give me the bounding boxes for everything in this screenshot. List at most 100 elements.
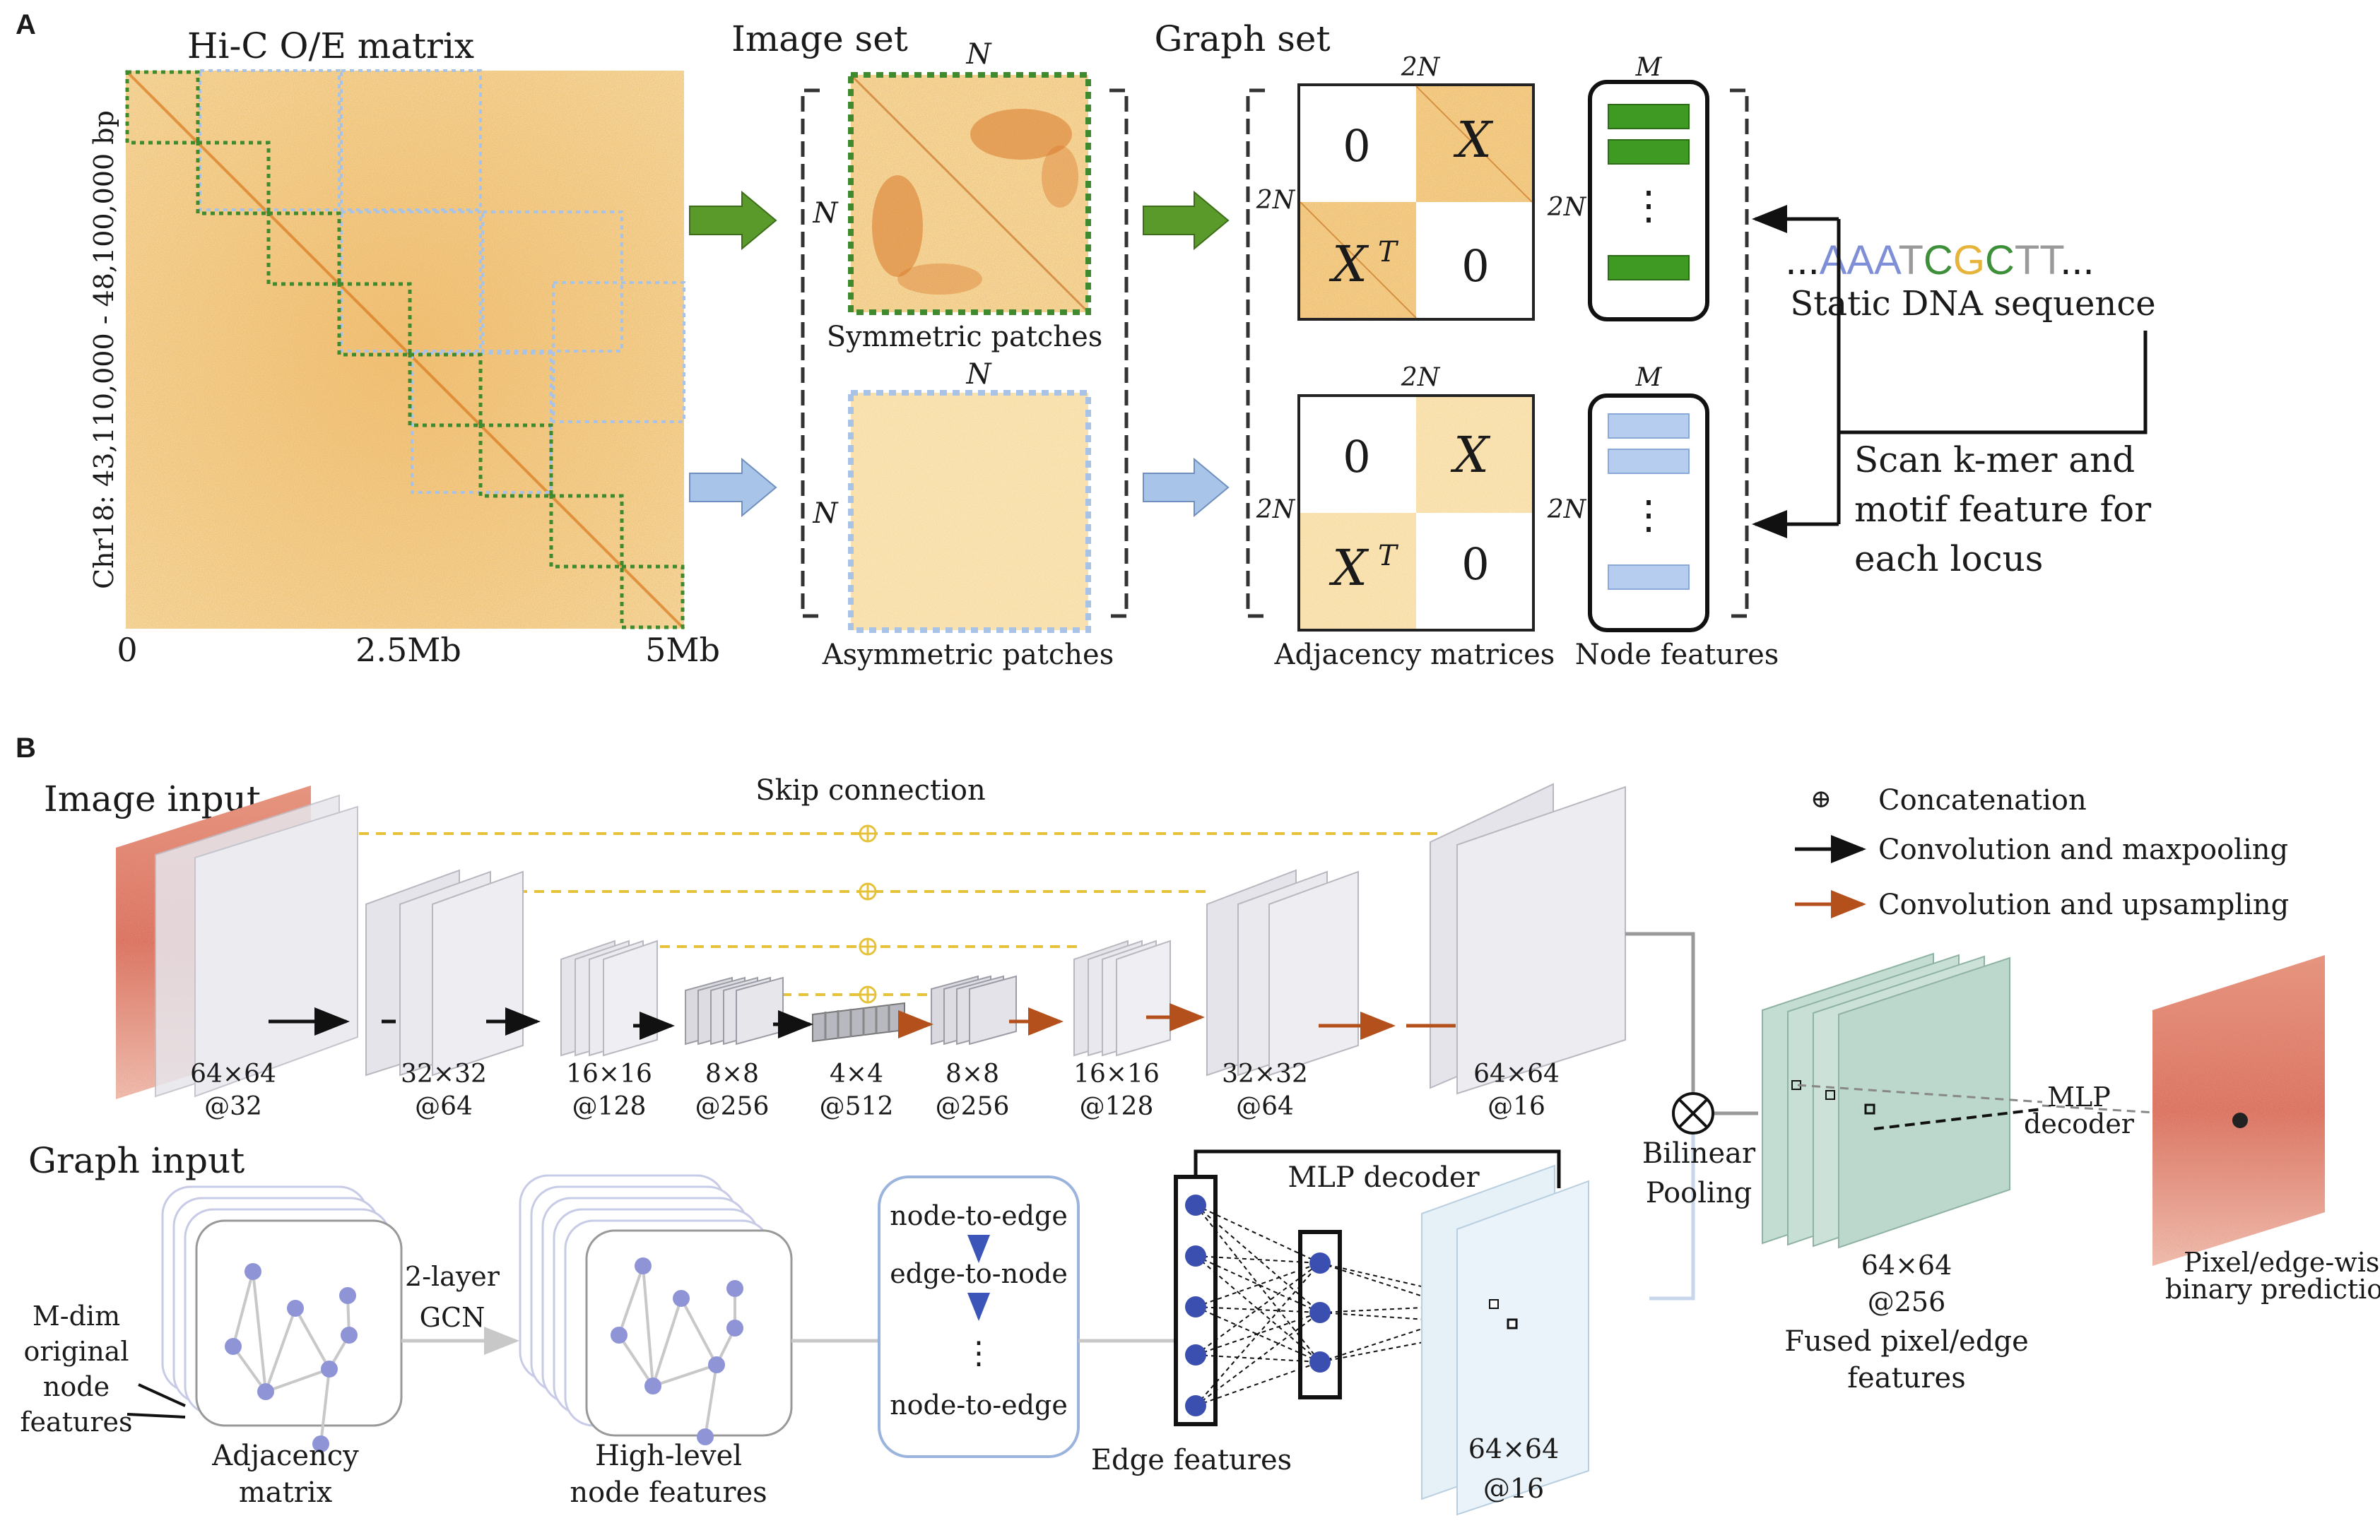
dna-base-2: A: [1874, 237, 1902, 283]
adjacency-caption-2: matrix: [239, 1476, 333, 1509]
dna-base-4: C: [1924, 237, 1953, 283]
x-tick-5mb: 5Mb: [645, 631, 720, 669]
sym-dim-n-top: N: [966, 38, 993, 71]
mdim-note-2: original: [24, 1336, 129, 1367]
prediction-map: [2152, 955, 2325, 1266]
graph-set-title: Graph set: [1154, 18, 1330, 59]
adj-top-zero-2: 0: [1461, 240, 1489, 292]
symmetric-patch: [848, 72, 1091, 315]
concat-legend-icon: ⊕: [1810, 785, 1832, 814]
layer-ch-4: @256: [695, 1092, 770, 1121]
layer-ch-7: @128: [1080, 1092, 1154, 1121]
legend: ⊕ Concatenation Convolution and maxpooli…: [1795, 784, 2289, 921]
unet-arrows: [269, 1003, 1456, 1040]
graph-set-bracket: [1246, 88, 1749, 618]
prediction-caption-2: binary predictions: [2165, 1274, 2380, 1305]
adj-top-dim-2n-side: 2N: [1256, 186, 1296, 215]
fused-dims-2: @256: [1868, 1286, 1946, 1317]
asym-dim-n-side: N: [813, 497, 840, 530]
adj-bottom-xt: X: [1329, 539, 1369, 597]
node-features-blue: [1588, 393, 1709, 632]
layer-size-2: 32×32: [401, 1060, 487, 1089]
image-set-title: Image set: [731, 18, 908, 59]
adj-top-xt-sup: T: [1378, 236, 1399, 268]
fused-caption-1: Fused pixel/edge: [1784, 1325, 2029, 1358]
conv-up-legend-label: Convolution and upsampling: [1878, 889, 2289, 921]
layer-ch-5: @512: [820, 1092, 894, 1121]
dna-base-3: T: [1898, 237, 1923, 283]
mlp-decoder-network: [1174, 1149, 1561, 1426]
layer-size-4: 8×8: [705, 1060, 759, 1089]
layer-size-3: 16×16: [566, 1060, 652, 1089]
bilinear-label-2: Pooling: [1646, 1177, 1752, 1209]
fused-features: [1762, 952, 2234, 1249]
layer-ch-6: @256: [936, 1092, 1010, 1121]
bilinear-connectors: [1625, 932, 1758, 1301]
dna-base-5: G: [1953, 237, 1985, 283]
edge-features-label: Edge features: [1091, 1444, 1292, 1476]
adjacency-caption: Adjacency matrices: [1274, 639, 1555, 671]
layer-ch-8: @64: [1236, 1092, 1294, 1121]
sym-dim-n-side: N: [813, 197, 840, 230]
node-top-dim-2n: 2N: [1547, 193, 1587, 222]
edge-feature-map: [1421, 1164, 1589, 1516]
x-tick-2-5mb: 2.5Mb: [355, 631, 461, 669]
adj-top-dim-2n: 2N: [1401, 53, 1441, 82]
bilinear-label-1: Bilinear: [1642, 1137, 1756, 1170]
asymmetric-caption: Asymmetric patches: [822, 639, 1114, 671]
blue-arrow-icon: [689, 457, 777, 518]
dna-base-1: A: [1846, 237, 1874, 283]
hic-matrix-title: Hi-C O/E matrix: [187, 25, 474, 66]
layer-size-6: 8×8: [945, 1060, 999, 1089]
dna-base-7: T: [2015, 237, 2039, 283]
high-level-caption-2: node features: [570, 1476, 767, 1509]
layer-size-9: 64×64: [1473, 1060, 1560, 1089]
node-top-dim-m: M: [1635, 53, 1663, 82]
graph-input-label: Graph input: [28, 1140, 245, 1181]
adjacency-caption-1: Adjacency: [211, 1440, 359, 1472]
scan-line-3: each locus: [1854, 538, 2043, 579]
node-bottom-dim-2n: 2N: [1547, 495, 1587, 524]
layer-ch-9: @16: [1488, 1092, 1545, 1121]
scan-connector: [1752, 205, 2148, 538]
layer-size-1: 64×64: [190, 1060, 276, 1089]
adj-bottom-dim-2n: 2N: [1401, 363, 1441, 392]
panel-b-label: B: [16, 733, 36, 764]
layer-size-5: 4×4: [830, 1060, 883, 1089]
gcn-label-2: GCN: [420, 1302, 485, 1333]
mlp-decoder-right-1: MLP: [2047, 1082, 2111, 1113]
high-level-graph-stack: [519, 1174, 793, 1445]
dna-base-0: A: [1820, 237, 1847, 283]
mlp-decoder-right-2: decoder: [2024, 1108, 2135, 1139]
symmetric-caption: Symmetric patches: [827, 321, 1103, 353]
fused-dims-1: 64×64: [1861, 1250, 1952, 1281]
mp-node-to-edge-1: node-to-edge: [890, 1200, 1068, 1231]
image-input-stack: [116, 786, 358, 1099]
layer-size-7: 16×16: [1073, 1060, 1160, 1089]
unet-labels: 64×64 @32 32×32 @64 16×16 @128 8×8 @256 …: [190, 1060, 1560, 1121]
mp-vdots: ⋮: [963, 1335, 994, 1371]
skip-connection-label: Skip connection: [755, 774, 986, 807]
blue-arrow-icon-2: [1143, 457, 1230, 518]
asymmetric-patch: [848, 390, 1091, 633]
hic-y-axis-label: Chr18: 43,110,000 - 48,100,000 bp: [88, 110, 119, 589]
mlp-decoder-bottom-label: MLP decoder: [1288, 1161, 1480, 1194]
edge-map-dims-1: 64×64: [1468, 1433, 1560, 1464]
edge-map-dims-2: @16: [1483, 1473, 1544, 1504]
layer-ch-3: @128: [572, 1092, 647, 1121]
fused-caption-2: features: [1847, 1362, 1965, 1394]
x-tick-0: 0: [117, 631, 137, 669]
scan-line-1: Scan k-mer and: [1854, 439, 2135, 480]
asym-dim-n-top: N: [966, 358, 993, 391]
mdim-note-4: features: [20, 1406, 132, 1438]
high-level-caption-1: High-level: [595, 1440, 742, 1472]
concat-icons: [859, 824, 877, 1004]
dna-caption: Static DNA sequence: [1790, 284, 2155, 324]
node-features-caption: Node features: [1575, 639, 1779, 671]
gcn-label-1: 2-layer: [405, 1261, 500, 1292]
concat-legend-label: Concatenation: [1878, 784, 2087, 817]
bilinear-pooling-icon: [1672, 1092, 1714, 1135]
node-top-vdots: ⋮: [1629, 183, 1668, 229]
conv-pool-legend-label: Convolution and maxpooling: [1878, 834, 2288, 866]
